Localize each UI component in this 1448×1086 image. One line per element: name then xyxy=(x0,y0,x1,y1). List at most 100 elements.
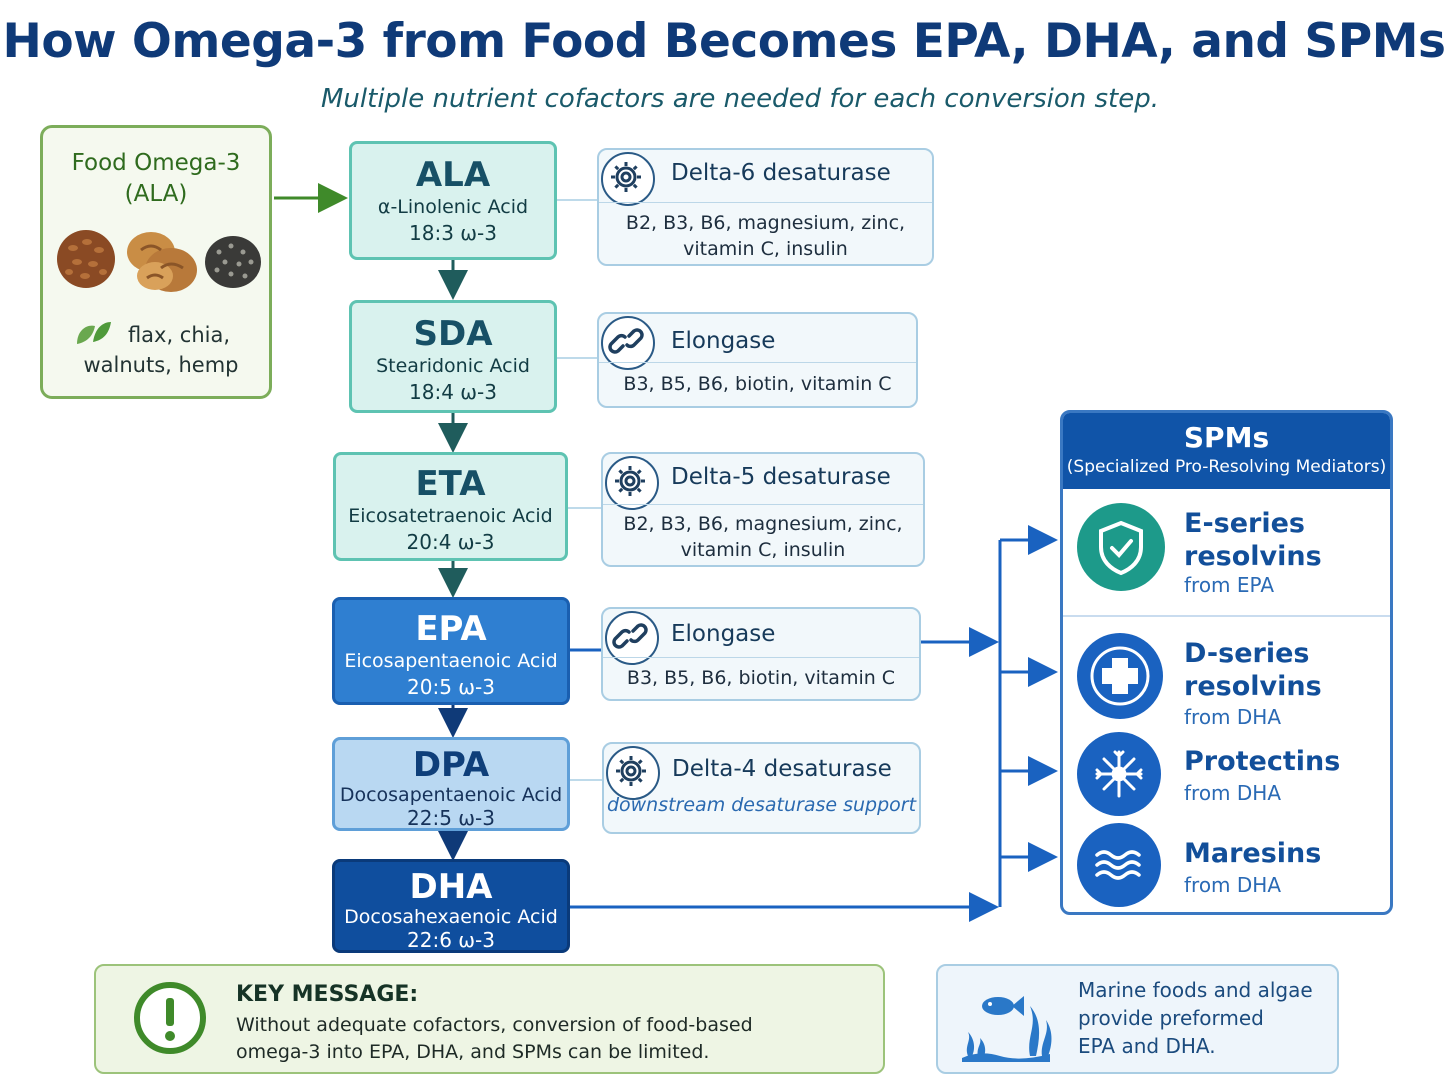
divider xyxy=(599,202,932,203)
spm-name: Protectins xyxy=(1184,746,1341,777)
step-code: 18:4 ω-3 xyxy=(409,380,497,404)
marine-text: Marine foods and algae provide preformed… xyxy=(1078,976,1328,1060)
divider xyxy=(603,504,923,505)
cofactors-line1: B2, B3, B6, magnesium, zinc, xyxy=(625,212,906,234)
cofactors-line2: vitamin C, insulin xyxy=(680,539,846,561)
cofactors-line1: downstream desaturase support xyxy=(606,794,917,816)
step-eta: ETA Eicosatetraenoic Acid 20:4 ω-3 xyxy=(333,452,568,561)
key-message-title: KEY MESSAGE: xyxy=(236,982,419,1007)
step-abbr: ALA xyxy=(415,155,491,195)
plus-icon xyxy=(1077,633,1163,719)
flax-seed-image xyxy=(55,228,117,290)
enzyme-name: Elongase xyxy=(671,621,776,647)
spm-source: from DHA xyxy=(1184,873,1282,897)
spm-item-d-series: D-series resolvins from DHA xyxy=(1063,619,1390,729)
gear-icon xyxy=(601,152,655,206)
spm-name-line2: resolvins xyxy=(1184,541,1322,572)
walnut-image xyxy=(121,220,201,300)
food-title-line2: (ALA) xyxy=(124,181,188,207)
step-ala: ALA α-Linolenic Acid 18:3 ω-3 xyxy=(349,141,557,260)
spm-item-maresins: Maresins from DHA xyxy=(1063,823,1390,912)
spm-name-line1: D-series xyxy=(1184,638,1310,669)
enzyme-cofactors: B3, B5, B6, biotin, vitamin C xyxy=(603,665,919,691)
shield-check-icon xyxy=(1077,503,1165,591)
step-dha: DHA Docosahexaenoic Acid 22:6 ω-3 xyxy=(332,859,570,953)
spm-source: from EPA xyxy=(1184,573,1274,597)
food-items-line2: walnuts, hemp xyxy=(83,353,239,377)
enzyme-delta4: Delta-4 desaturase downstream desaturase… xyxy=(602,742,921,834)
spm-name: D-series resolvins xyxy=(1184,637,1322,703)
divider xyxy=(603,657,919,658)
fish-seaweed-icon xyxy=(960,976,1060,1064)
marine-line1: Marine foods and algae xyxy=(1078,978,1313,1002)
enzyme-elongase-2: Elongase B3, B5, B6, biotin, vitamin C xyxy=(601,607,921,701)
step-epa: EPA Eicosapentaenoic Acid 20:5 ω-3 xyxy=(332,597,570,705)
step-dpa: DPA Docosapentaenoic Acid 22:5 ω-3 xyxy=(332,737,570,831)
marine-line3: EPA and DHA. xyxy=(1078,1034,1216,1058)
chia-seed-image xyxy=(203,234,263,290)
page-subtitle: Multiple nutrient cofactors are needed f… xyxy=(320,84,1159,114)
key-message-box: KEY MESSAGE: Without adequate cofactors,… xyxy=(94,964,885,1074)
cofactors-line1: B2, B3, B6, magnesium, zinc, xyxy=(623,513,903,535)
step-name: Docosapentaenoic Acid xyxy=(339,784,563,806)
enzyme-cofactors: B3, B5, B6, biotin, vitamin C xyxy=(599,371,916,397)
cofactors-line2: vitamin C, insulin xyxy=(683,238,848,260)
spm-name: E-series resolvins xyxy=(1184,507,1322,573)
spm-name-line2: resolvins xyxy=(1184,671,1322,702)
step-abbr: ETA xyxy=(415,464,486,504)
waves-icon xyxy=(1077,823,1161,907)
page-title: How Omega-3 from Food Becomes EPA, DHA, … xyxy=(2,14,1446,69)
cofactors-line1: B3, B5, B6, biotin, vitamin C xyxy=(623,373,892,395)
enzyme-name: Delta-6 desaturase xyxy=(671,160,891,186)
marine-line2: provide preformed xyxy=(1078,1006,1264,1030)
step-name: Eicosatetraenoic Acid xyxy=(348,505,553,527)
enzyme-cofactors: B2, B3, B6, magnesium, zinc, vitamin C, … xyxy=(603,511,923,563)
marine-foods-box: Marine foods and algae provide preformed… xyxy=(936,964,1339,1074)
step-code: 22:5 ω-3 xyxy=(407,806,495,830)
gear-icon xyxy=(606,746,660,800)
step-code: 22:6 ω-3 xyxy=(407,928,495,952)
step-code: 18:3 ω-3 xyxy=(409,221,497,245)
food-title-line1: Food Omega-3 xyxy=(71,150,241,176)
step-abbr: DPA xyxy=(412,745,490,785)
enzyme-cofactors: B2, B3, B6, magnesium, zinc, vitamin C, … xyxy=(599,210,932,262)
step-name: Stearidonic Acid xyxy=(376,355,530,377)
spm-item-protectins: Protectins from DHA xyxy=(1063,729,1390,816)
food-omega3-box: Food Omega-3 (ALA) xyxy=(40,125,272,399)
key-text-line1: Without adequate cofactors, conversion o… xyxy=(236,1014,753,1036)
key-message-text: Without adequate cofactors, conversion o… xyxy=(236,1012,856,1066)
food-items-line1: flax, chia, xyxy=(127,323,231,347)
leaf-icon xyxy=(73,318,113,348)
spm-source: from DHA xyxy=(1184,781,1282,805)
spm-item-e-series: E-series resolvins from EPA xyxy=(1063,489,1390,617)
key-text-line2: omega-3 into EPA, DHA, and SPMs can be l… xyxy=(236,1041,710,1063)
spm-name: Maresins xyxy=(1184,838,1322,869)
link-icon xyxy=(601,316,655,370)
step-abbr: DHA xyxy=(409,867,493,907)
step-name: Docosahexaenoic Acid xyxy=(344,906,558,928)
spm-source: from DHA xyxy=(1184,705,1282,729)
gear-icon xyxy=(605,456,659,510)
step-code: 20:4 ω-3 xyxy=(406,530,495,554)
step-code: 20:5 ω-3 xyxy=(407,675,495,699)
neuron-icon xyxy=(1077,732,1161,816)
enzyme-name: Delta-4 desaturase xyxy=(672,756,892,782)
food-sources-list: flax, chia, walnuts, hemp xyxy=(71,320,251,380)
spm-subtitle: (Specialized Pro-Resolving Mediators) xyxy=(1066,457,1387,477)
enzyme-cofactors: downstream desaturase support xyxy=(604,792,919,818)
spm-header: SPMs (Specialized Pro-Resolving Mediator… xyxy=(1063,413,1390,489)
spm-panel: SPMs (Specialized Pro-Resolving Mediator… xyxy=(1060,410,1393,915)
step-abbr: SDA xyxy=(413,314,493,354)
cofactors-line1: B3, B5, B6, biotin, vitamin C xyxy=(626,667,896,689)
enzyme-elongase-1: Elongase B3, B5, B6, biotin, vitamin C xyxy=(597,312,918,408)
step-abbr: EPA xyxy=(415,609,487,649)
link-icon xyxy=(605,611,659,665)
divider xyxy=(599,362,916,363)
enzyme-name: Delta-5 desaturase xyxy=(671,464,891,490)
step-name: α-Linolenic Acid xyxy=(377,196,529,218)
step-sda: SDA Stearidonic Acid 18:4 ω-3 xyxy=(349,300,557,413)
enzyme-name: Elongase xyxy=(671,328,776,354)
enzyme-delta5: Delta-5 desaturase B2, B3, B6, magnesium… xyxy=(601,452,925,567)
step-name: Eicosapentaenoic Acid xyxy=(344,650,558,672)
